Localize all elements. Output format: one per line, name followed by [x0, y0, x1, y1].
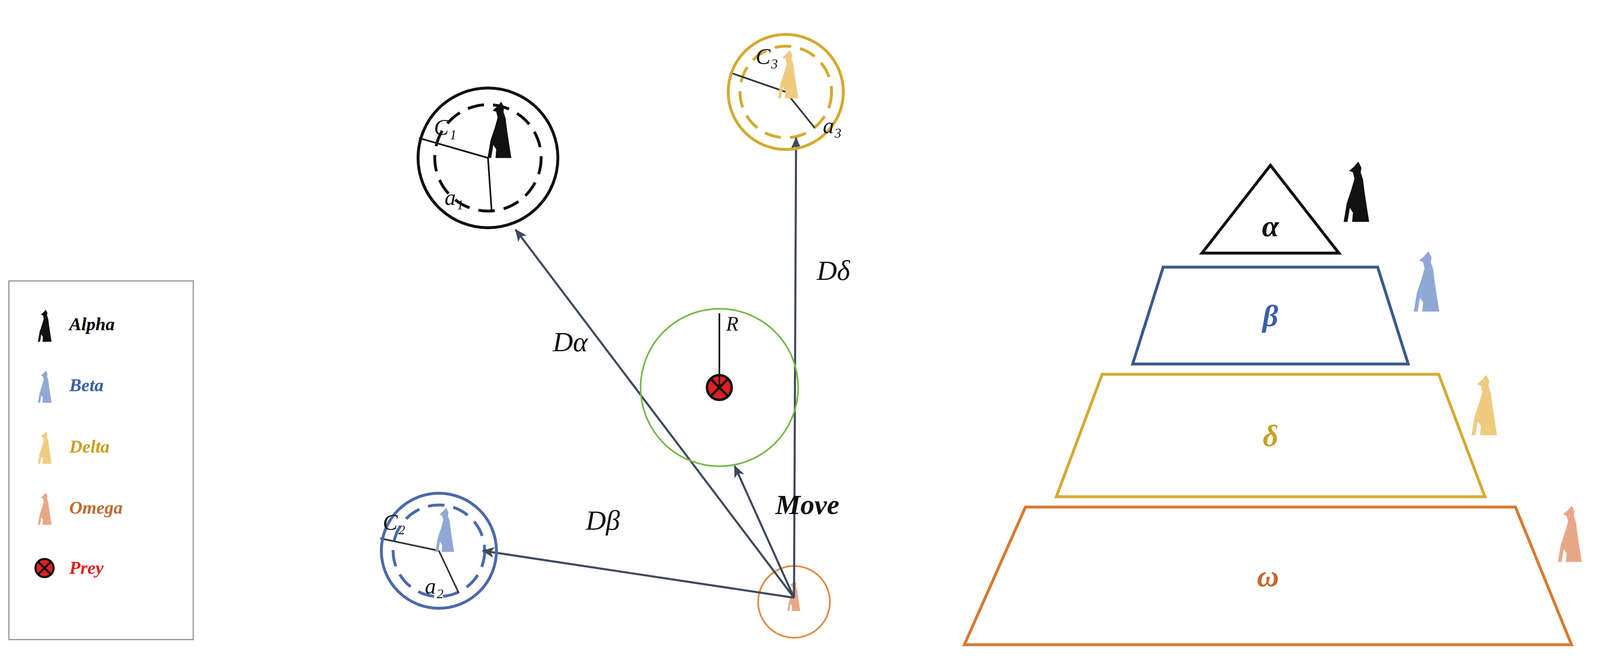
legend-text: Delta: [69, 438, 110, 457]
legend-text: Alpha: [69, 315, 115, 334]
beta-circle: C₂ a₂: [379, 492, 498, 611]
legend-icon: [37, 370, 52, 403]
radius-label: C₂: [382, 511, 406, 534]
dashed-circle: [739, 46, 832, 138]
distance-arrow: [482, 551, 795, 599]
radius-label: C₃: [755, 45, 779, 68]
radius-line: [730, 72, 786, 92]
radius-label: a₂: [424, 575, 444, 598]
wolf-icon: [1471, 374, 1498, 436]
arrows: [482, 137, 797, 599]
legend-text: Prey: [69, 559, 104, 578]
move-arrow: [734, 466, 795, 599]
omega-band: ω: [964, 507, 1572, 646]
rank-label: δ: [1263, 420, 1279, 452]
prey-circle: R: [639, 308, 799, 468]
wolf-icon: [1413, 251, 1440, 312]
delta-circle: C₃ a₃: [726, 32, 845, 151]
legend-icon: [37, 431, 52, 465]
wolf-icon: [487, 101, 512, 159]
distance-arrow: [515, 229, 795, 599]
legend-box: AlphaBetaDeltaOmegaPrey: [8, 280, 194, 641]
legend-icon: [35, 559, 54, 578]
legend-icon: [37, 492, 52, 526]
rank-label: ω: [1256, 560, 1280, 592]
distance-label: Dβ: [585, 506, 620, 535]
radius-line: [487, 157, 492, 212]
rank-label: β: [1262, 300, 1279, 332]
legend-text: Omega: [69, 499, 123, 518]
legend-text: Beta: [69, 376, 104, 395]
distance-label: Dδ: [816, 256, 851, 285]
radius-line: [380, 538, 439, 552]
radius-label: R: [725, 313, 739, 335]
radius-line: [419, 138, 488, 158]
move-label: Move: [775, 490, 840, 519]
wolf-icon: [1557, 506, 1582, 563]
band-outline: [1056, 374, 1485, 498]
radius-label: a₃: [822, 114, 842, 137]
wolf-icon: [1343, 161, 1370, 222]
band-outline: [1132, 267, 1409, 365]
radius-line: [718, 313, 721, 388]
delta-band: δ: [1056, 374, 1485, 498]
rank-label: α: [1262, 210, 1280, 242]
radius-label: a₁: [444, 186, 464, 209]
wolf-icon: [777, 50, 799, 99]
beta-band: β: [1132, 267, 1409, 365]
legend-icon: [37, 309, 52, 342]
alpha-band: α: [1201, 165, 1339, 254]
band-outline: [1201, 165, 1339, 254]
distance-label: Dα: [552, 327, 588, 356]
wolf-icon: [435, 507, 455, 552]
band-outline: [964, 507, 1572, 646]
alpha-circle: C₁ a₁: [416, 86, 560, 230]
distance-arrow: [794, 137, 797, 599]
radius-label: C₁: [433, 116, 457, 139]
